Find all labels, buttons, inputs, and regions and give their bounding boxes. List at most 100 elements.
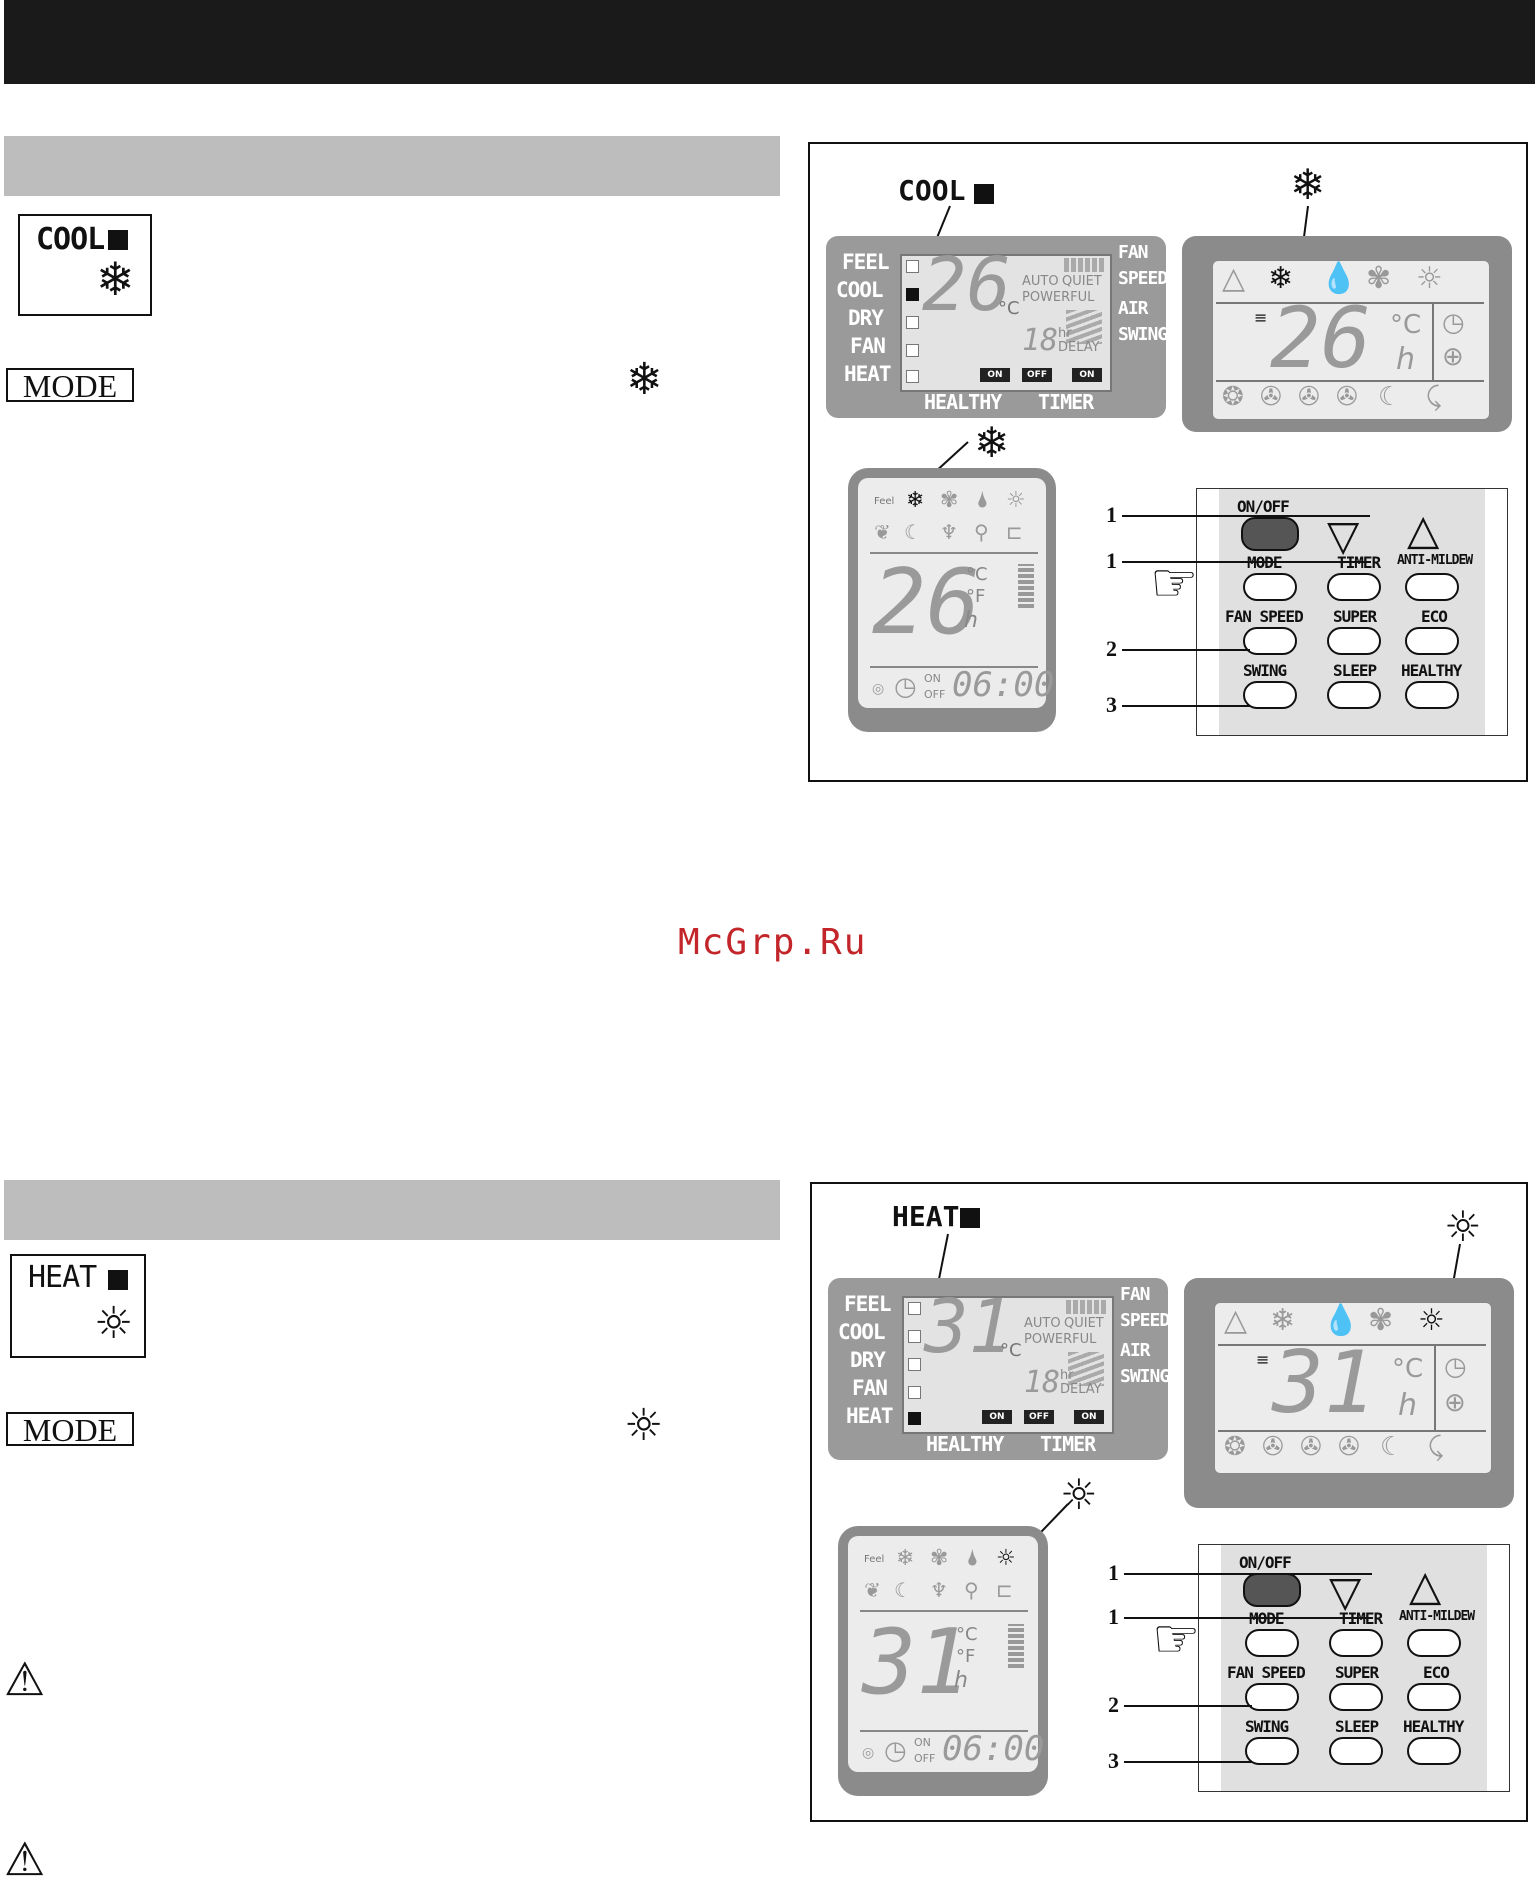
temp-up-button[interactable]: △ xyxy=(1407,505,1440,554)
display-b-screen xyxy=(1212,260,1490,420)
unit-celsius: °C xyxy=(1390,310,1422,340)
callout-number: 2 xyxy=(1106,636,1117,661)
swing-button[interactable] xyxy=(1243,681,1297,709)
swing-icon: ⊏ xyxy=(996,1578,1013,1602)
auto-icon: ◎ xyxy=(862,1745,875,1761)
onoff-label: ON/OFF xyxy=(1239,1553,1292,1572)
display-c-screen xyxy=(848,1536,1038,1772)
snowflake-icon: ❄ xyxy=(906,488,925,513)
divider xyxy=(860,1730,1028,1732)
cool-callout-label: COOL xyxy=(898,174,966,207)
healthy-button[interactable] xyxy=(1407,1737,1461,1765)
anti-mildew-button[interactable] xyxy=(1407,1629,1461,1657)
air-label: AIR xyxy=(1120,1340,1150,1361)
clock-readout: 06:00 xyxy=(942,1729,1045,1769)
mode-label-feel: FEEL xyxy=(842,250,890,274)
timer-button[interactable] xyxy=(1329,1629,1383,1657)
sleep-button[interactable] xyxy=(1327,681,1381,709)
mode-marker xyxy=(908,1302,921,1315)
sleep-label: SLEEP xyxy=(1333,661,1377,680)
temperature-readout: 26 xyxy=(922,242,1012,328)
eco-button[interactable] xyxy=(1407,1683,1461,1711)
sun-icon: ☼ xyxy=(1060,1470,1098,1519)
mode-button-label: MODE xyxy=(6,1412,134,1446)
mode-button[interactable] xyxy=(1243,573,1297,601)
onoff-label: ON/OFF xyxy=(1237,497,1290,516)
unit-hour: h xyxy=(954,1668,968,1693)
fan-speed-button[interactable] xyxy=(1245,1683,1299,1711)
eco-button[interactable] xyxy=(1405,627,1459,655)
remote-callout-lines xyxy=(1122,515,1370,707)
drop-icon: 🌢 xyxy=(966,1546,980,1571)
auto-icon: ◎ xyxy=(872,681,885,697)
fan-speed-button[interactable] xyxy=(1243,627,1297,655)
mode-marker-active xyxy=(906,288,919,301)
callout-number: 1 xyxy=(1106,548,1117,573)
callout-number: 1 xyxy=(1108,1560,1119,1585)
clock-icon: ◷ xyxy=(894,672,917,702)
hr-label: hr xyxy=(1058,326,1072,341)
watermark: McGrp.Ru xyxy=(678,922,868,963)
healthy-button[interactable] xyxy=(1405,681,1459,709)
fan-speed-label: FAN SPEED xyxy=(1227,1663,1306,1682)
temp-down-button[interactable]: ▽ xyxy=(1327,511,1360,560)
timer-label: TIMER xyxy=(1038,390,1094,414)
fan-high-icon: ✇ xyxy=(1338,1432,1360,1462)
super-button[interactable] xyxy=(1329,1683,1383,1711)
sun-icon: ☼ xyxy=(1006,488,1026,513)
callout-number: 1 xyxy=(1108,1604,1119,1629)
onoff-button[interactable] xyxy=(1243,1573,1301,1607)
clock-on-icon: ◷ xyxy=(1444,1352,1467,1382)
temp-down-button[interactable]: ▽ xyxy=(1329,1567,1362,1616)
hr-label: hr xyxy=(1060,1368,1074,1383)
mode-label-dry: DRY xyxy=(848,306,884,330)
temp-up-button[interactable]: △ xyxy=(1409,1561,1442,1610)
temperature-readout: 26 xyxy=(872,550,981,655)
signal-icon: ≡ xyxy=(1254,308,1268,327)
sun-icon: ☼ xyxy=(1418,1303,1445,1338)
timer-button[interactable] xyxy=(1327,573,1381,601)
mode-button-label: MODE xyxy=(6,368,134,402)
heat-callout-label: HEAT xyxy=(892,1200,960,1233)
swing-label: SWING xyxy=(1118,324,1168,345)
on-label: ON xyxy=(924,672,941,685)
fan-low-icon: ✇ xyxy=(1262,1432,1284,1462)
unit-hour: h xyxy=(1396,342,1416,377)
fan-speed-bars-icon xyxy=(1008,1624,1024,1668)
warning-icon: ⚠ xyxy=(4,1652,46,1706)
swing-button[interactable] xyxy=(1245,1737,1299,1765)
indicator-square-icon xyxy=(108,1270,128,1290)
mode-button[interactable] xyxy=(1245,1629,1299,1657)
heat-indicator-label: HEAT xyxy=(28,1260,97,1295)
swing-label: SWING xyxy=(1120,1366,1170,1387)
divider xyxy=(1216,380,1484,382)
fan-label: FAN xyxy=(1120,1284,1150,1305)
speed-label: SPEED xyxy=(1120,1310,1170,1331)
mode-label-dry: DRY xyxy=(850,1348,886,1372)
unit-celsius: °C xyxy=(1000,1340,1022,1361)
indicator-square-icon xyxy=(974,184,994,204)
mode-label-feel: FEEL xyxy=(844,1292,892,1316)
sleep-button[interactable] xyxy=(1329,1737,1383,1765)
timer-value: 18 xyxy=(1024,1365,1061,1400)
air-label: AIR xyxy=(1118,298,1148,319)
fan-icon: ✾ xyxy=(930,1546,949,1571)
super-button[interactable] xyxy=(1327,627,1381,655)
mode-marker xyxy=(908,1386,921,1399)
remote-control: ON/OFF ▽ △ MODE TIMER ANTI-MILDEW FAN SP… xyxy=(1198,1544,1510,1792)
anti-mildew-button[interactable] xyxy=(1405,573,1459,601)
onoff-button[interactable] xyxy=(1241,517,1299,551)
mode-label-cool: COOL xyxy=(838,1320,886,1344)
pointing-hand-icon: ☞ xyxy=(1150,551,1199,614)
snowflake-icon: ❄ xyxy=(1270,1303,1296,1338)
snowflake-icon: ❄ xyxy=(626,354,663,405)
unit-celsius: °C xyxy=(966,564,988,585)
divider xyxy=(1216,302,1484,304)
healthy-label: HEALTHY xyxy=(926,1432,1004,1456)
healthy-label: HEALTHY xyxy=(924,390,1002,414)
pointing-hand-icon: ☞ xyxy=(1152,1607,1201,1670)
heat-section-header xyxy=(4,1180,780,1240)
sun-icon: ☼ xyxy=(1416,261,1443,296)
air-swing-icon xyxy=(1066,310,1102,344)
healthy-label: HEALTHY xyxy=(1403,1717,1464,1736)
